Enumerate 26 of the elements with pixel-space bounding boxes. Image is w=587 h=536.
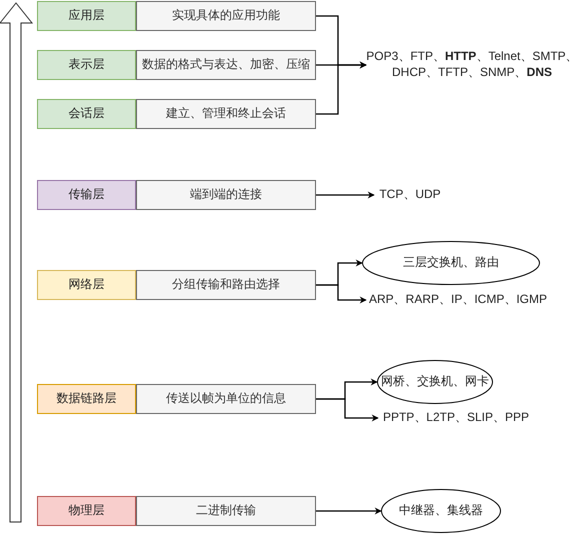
- layer-box: 传输层: [37, 180, 136, 210]
- layer-box: 表示层: [37, 50, 136, 80]
- device-ellipse: 中继器、集线器: [381, 489, 501, 533]
- protocol-label: TCP、UDP: [374, 185, 446, 205]
- arrow: [316, 398, 379, 422]
- device-ellipse: 网桥、交换机、网卡: [377, 360, 493, 404]
- protocol-label: PPTP、L2TP、SLIP、PPP: [378, 408, 534, 428]
- arrow: [316, 508, 382, 514]
- layer-box: 数据链路层: [37, 384, 136, 414]
- description-box: 二进制传输: [136, 496, 316, 526]
- layer-box: 应用层: [37, 1, 136, 31]
- protocol-label: ARP、RARP、IP、ICMP、IGMP: [366, 290, 550, 310]
- description-box: 实现具体的应用功能: [136, 1, 316, 31]
- protocol-label: POP3、FTP、HTTP、Telnet、SMTP、DHCP、TFTP、SNMP、DNS: [366, 46, 578, 84]
- device-ellipse: 三层交换机、路由: [362, 241, 540, 285]
- arrow: [316, 192, 375, 198]
- description-box: 数据的格式与表达、加密、压缩: [136, 50, 316, 80]
- arrow: [316, 284, 367, 304]
- arrow: [316, 62, 367, 115]
- layer-box: 物理层: [37, 496, 136, 526]
- description-box: 建立、管理和终止会话: [136, 99, 316, 129]
- description-box: 传送以帧为单位的信息: [136, 384, 316, 414]
- layer-box: 网络层: [37, 270, 136, 300]
- description-box: 端到端的连接: [136, 180, 316, 210]
- layer-box: 会话层: [37, 99, 136, 129]
- description-box: 分组传输和路由选择: [136, 270, 316, 300]
